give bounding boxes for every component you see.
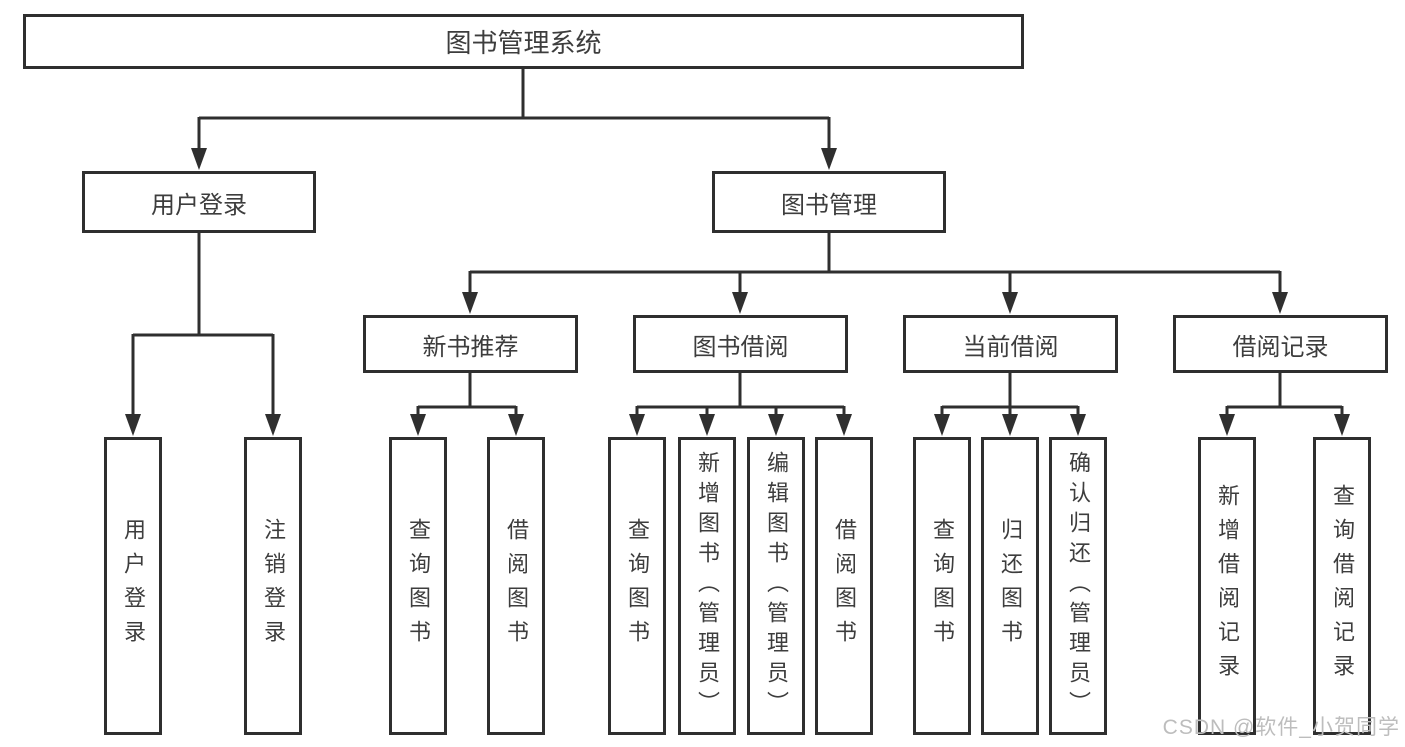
node-book-borrow: 图书借阅 [633,315,848,373]
leaf-query-books-current: 查询图书 [913,437,971,735]
leaf-query-books-recommend-label: 查询图书 [406,518,431,654]
leaf-add-borrow-record-label: 新增借阅记录 [1215,484,1240,688]
leaf-borrow-books-recommend-label: 借阅图书 [504,518,529,654]
connector-root-to-level2 [197,69,831,152]
leaf-borrow-books-2: 借阅图书 [815,437,873,735]
connector-bookborrow-to-leaves [635,373,846,418]
leaf-confirm-return-admin: 确认归还（管理员） [1049,437,1107,735]
leaf-add-borrow-record: 新增借阅记录 [1198,437,1256,735]
connector-currentborrow-to-leaves [940,373,1080,418]
leaf-logout-label: 注销登录 [261,518,286,654]
leaf-query-borrow-record-label: 查询借阅记录 [1330,484,1355,688]
leaf-query-books-current-label: 查询图书 [930,518,955,654]
connector-newrec-to-leaves [416,373,518,418]
leaf-add-book-admin: 新增图书（管理员） [678,437,736,735]
leaf-return-books-label: 归还图书 [998,518,1023,654]
leaf-borrow-books-2-label: 借阅图书 [832,518,857,654]
leaf-query-books-recommend: 查询图书 [389,437,447,735]
node-book-management: 图书管理 [712,171,946,233]
leaf-logout: 注销登录 [244,437,302,735]
node-book-borrow-label: 图书借阅 [692,333,789,361]
leaf-edit-book-admin-label: 编辑图书（管理员） [764,451,789,721]
connector-userlogin-to-leaves [131,233,275,418]
leaf-edit-book-admin: 编辑图书（管理员） [747,437,805,735]
node-borrow-records: 借阅记录 [1173,315,1388,373]
arrowheads-level3 [462,292,1288,314]
node-current-borrow-label: 当前借阅 [962,333,1059,361]
leaf-query-books-borrow-label: 查询图书 [625,518,650,654]
node-root-label: 图书管理系统 [445,28,602,58]
arrowheads-newrec-leaves [410,414,524,436]
leaf-borrow-books-recommend: 借阅图书 [487,437,545,735]
node-current-borrow: 当前借阅 [903,315,1118,373]
arrowheads-userlogin-leaves [125,414,281,436]
arrowheads-currentborrow-leaves [934,414,1086,436]
connector-bookmgmt-to-level3 [468,233,1282,296]
node-book-management-label: 图书管理 [781,191,877,219]
arrowheads-records-leaves [1219,414,1350,436]
leaf-confirm-return-admin-label: 确认归还（管理员） [1066,451,1091,721]
leaf-return-books: 归还图书 [981,437,1039,735]
node-new-book-recommend-label: 新书推荐 [422,333,519,361]
leaf-add-book-admin-label: 新增图书（管理员） [695,451,720,721]
leaf-user-login: 用户登录 [104,437,162,735]
arrowheads-level2 [191,148,837,170]
node-new-book-recommend: 新书推荐 [363,315,578,373]
connector-records-to-leaves [1225,373,1344,418]
csdn-watermark: CSDN @软件_小贺同学 [1162,716,1400,739]
leaf-user-login-label: 用户登录 [121,518,146,654]
arrowheads-bookborrow-leaves [629,414,852,436]
node-user-login-label: 用户登录 [151,191,247,219]
node-user-login: 用户登录 [82,171,316,233]
node-root-system: 图书管理系统 [23,14,1024,69]
node-borrow-records-label: 借阅记录 [1232,333,1329,361]
leaf-query-books-borrow: 查询图书 [608,437,666,735]
leaf-query-borrow-record: 查询借阅记录 [1313,437,1371,735]
